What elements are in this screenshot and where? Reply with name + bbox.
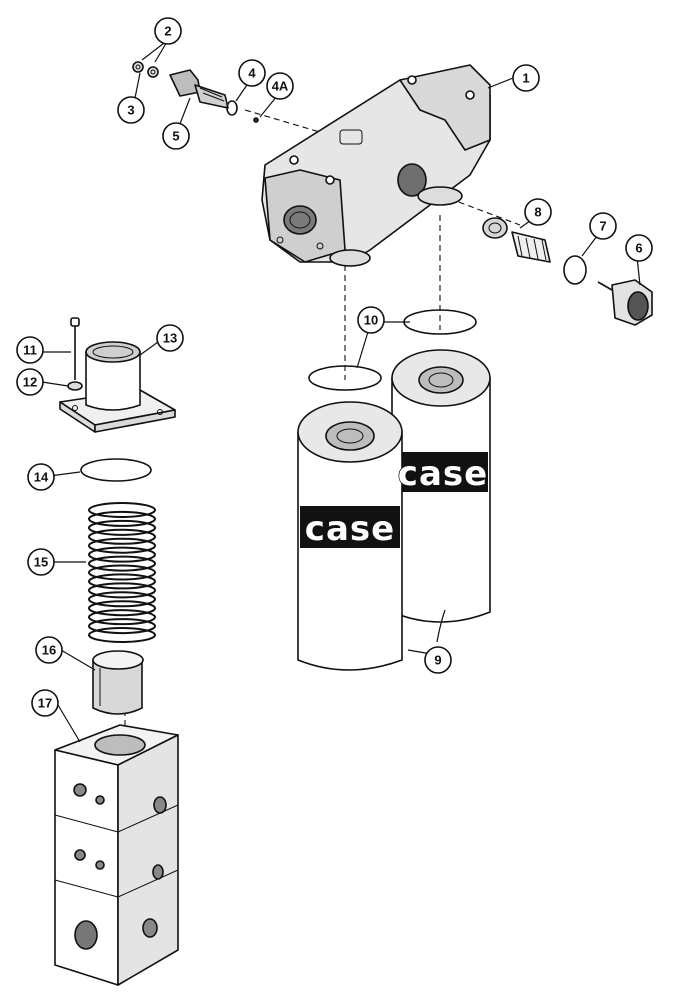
callout-9: 9 [424,646,452,674]
spring-coil [88,573,156,590]
filter-elements-part: case case [297,349,491,671]
callout-15: 15 [27,548,55,576]
svg-text:3: 3 [127,103,134,118]
svg-text:14: 14 [34,470,49,485]
spring-coil [88,546,156,563]
spring-coil [88,609,156,626]
callout-4: 4 [238,59,266,87]
brand-logo-rear: case [398,454,488,494]
svg-text:4A: 4A [272,79,289,94]
spring-coil [88,618,156,635]
spring-coil [88,519,156,536]
callout-16: 16 [35,636,63,664]
svg-text:9: 9 [434,653,441,668]
cover-assembly-part [59,317,176,433]
callout-8: 8 [524,198,552,226]
svg-text:4: 4 [248,66,256,81]
callout-11: 11 [16,336,44,364]
valve-body-part [54,724,179,986]
callout-14: 14 [27,463,55,491]
spring-coil [88,627,156,643]
callout-13: 13 [156,324,184,352]
sleeve-part [92,650,144,715]
svg-text:2: 2 [164,24,171,39]
callout-10: 10 [357,306,385,334]
callout-1: 1 [512,64,540,92]
callout-6: 6 [625,234,653,262]
spring-coil [88,510,156,527]
svg-text:6: 6 [635,241,642,256]
callout-3: 3 [117,96,145,124]
callout-12: 12 [16,368,44,396]
svg-text:16: 16 [42,643,56,658]
svg-text:12: 12 [23,375,37,390]
svg-text:8: 8 [534,205,541,220]
svg-text:1: 1 [522,71,529,86]
callout-17: 17 [31,689,59,717]
svg-text:10: 10 [364,313,378,328]
callout-2: 2 [154,17,182,45]
spring-coil [88,600,156,617]
spring-coil [88,528,156,545]
relief-valve-part [482,217,653,326]
svg-text:11: 11 [23,343,37,358]
svg-text:15: 15 [34,555,48,570]
brand-logo-front: case [305,509,395,549]
svg-text:13: 13 [163,331,177,346]
spring-coil [88,537,156,554]
svg-text:17: 17 [38,696,52,711]
spring-coil [88,555,156,572]
seal-ring-part [80,458,152,482]
spring-coil [88,582,156,599]
callout-4a: 4A [266,72,294,100]
svg-text:5: 5 [172,129,179,144]
filter-head-part [261,64,491,267]
spring-coil [88,564,156,581]
spring-coil [88,591,156,608]
sensor-switch-part [132,61,259,123]
callout-5: 5 [162,122,190,150]
spring-coil [88,502,156,518]
svg-text:7: 7 [599,219,606,234]
callout-7: 7 [589,212,617,240]
spring-part [88,502,156,643]
